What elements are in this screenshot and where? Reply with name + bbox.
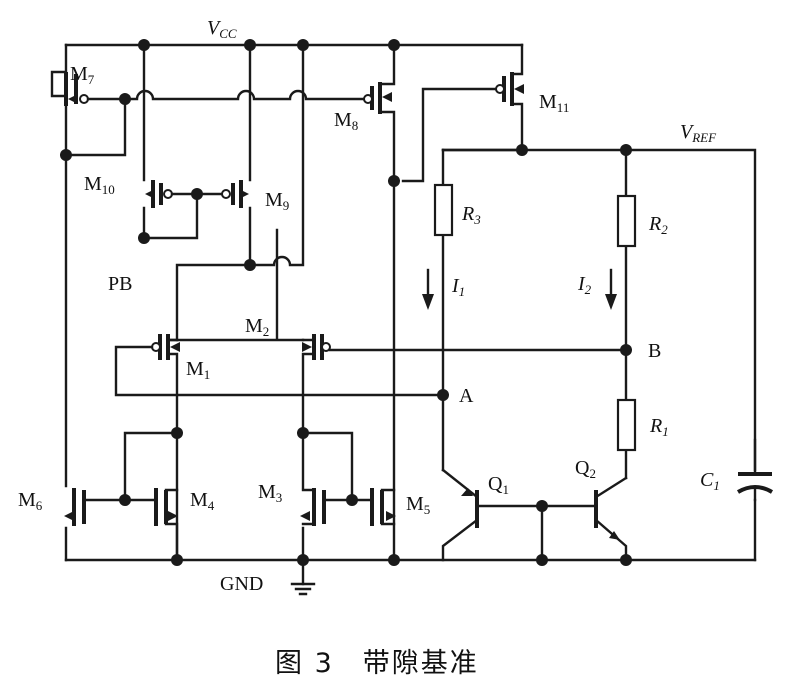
label-m10: M10 xyxy=(84,173,115,197)
label-m8: M8 xyxy=(334,109,358,133)
label-r2: R2 xyxy=(648,213,668,237)
transistor-m11 xyxy=(401,43,524,183)
resistor-r3 xyxy=(433,148,454,472)
label-q2: Q2 xyxy=(575,457,596,481)
label-m7: M7 xyxy=(70,63,95,87)
junction-dots xyxy=(60,39,632,566)
transistor-m6 xyxy=(64,153,127,562)
bjt-q1 xyxy=(441,468,598,562)
figure-caption: 图 3 带隙基准 xyxy=(275,648,479,679)
label-m2: M2 xyxy=(245,315,269,339)
pb-node-line xyxy=(175,43,305,342)
transistor-m10 xyxy=(142,43,199,240)
transistor-m3 xyxy=(300,428,354,562)
label-m3: M3 xyxy=(258,481,282,505)
transistor-m7 xyxy=(50,43,127,157)
transistor-m4 xyxy=(123,431,179,562)
i2-arrow xyxy=(605,268,617,310)
label-c1: C1 xyxy=(700,469,720,493)
label-vcc: VCC xyxy=(207,17,237,41)
i1-arrow xyxy=(422,268,434,310)
m7-gate-drain-link xyxy=(64,97,127,157)
transistor-m5 xyxy=(350,488,396,526)
transistor-m8 xyxy=(363,43,396,562)
label-m1: M1 xyxy=(186,358,210,382)
label-m11: M11 xyxy=(539,91,569,115)
capacitor-c1 xyxy=(736,438,774,502)
label-node-a: A xyxy=(459,385,474,407)
label-r3: R3 xyxy=(461,203,481,227)
label-q1: Q1 xyxy=(488,473,509,497)
label-vref: VREF xyxy=(680,121,717,145)
label-r1: R1 xyxy=(649,415,669,439)
ground-symbol xyxy=(290,558,316,596)
label-m4: M4 xyxy=(190,489,215,513)
label-node-b: B xyxy=(648,340,661,362)
label-gnd: GND xyxy=(220,573,263,595)
label-pb: PB xyxy=(108,273,132,295)
resistor-r2 xyxy=(616,148,637,402)
label-m5: M5 xyxy=(406,493,430,517)
label-i1: I1 xyxy=(451,275,465,299)
label-i2: I2 xyxy=(577,273,592,297)
transistor-m2 xyxy=(301,334,628,432)
label-m6: M6 xyxy=(18,489,43,513)
vref-rail xyxy=(441,148,757,562)
bjt-q2 xyxy=(540,476,628,562)
transistor-m9 xyxy=(195,43,252,267)
label-m9: M9 xyxy=(265,189,289,213)
resistor-r1 xyxy=(616,398,637,480)
pmos-gate-bias-line xyxy=(123,89,367,101)
